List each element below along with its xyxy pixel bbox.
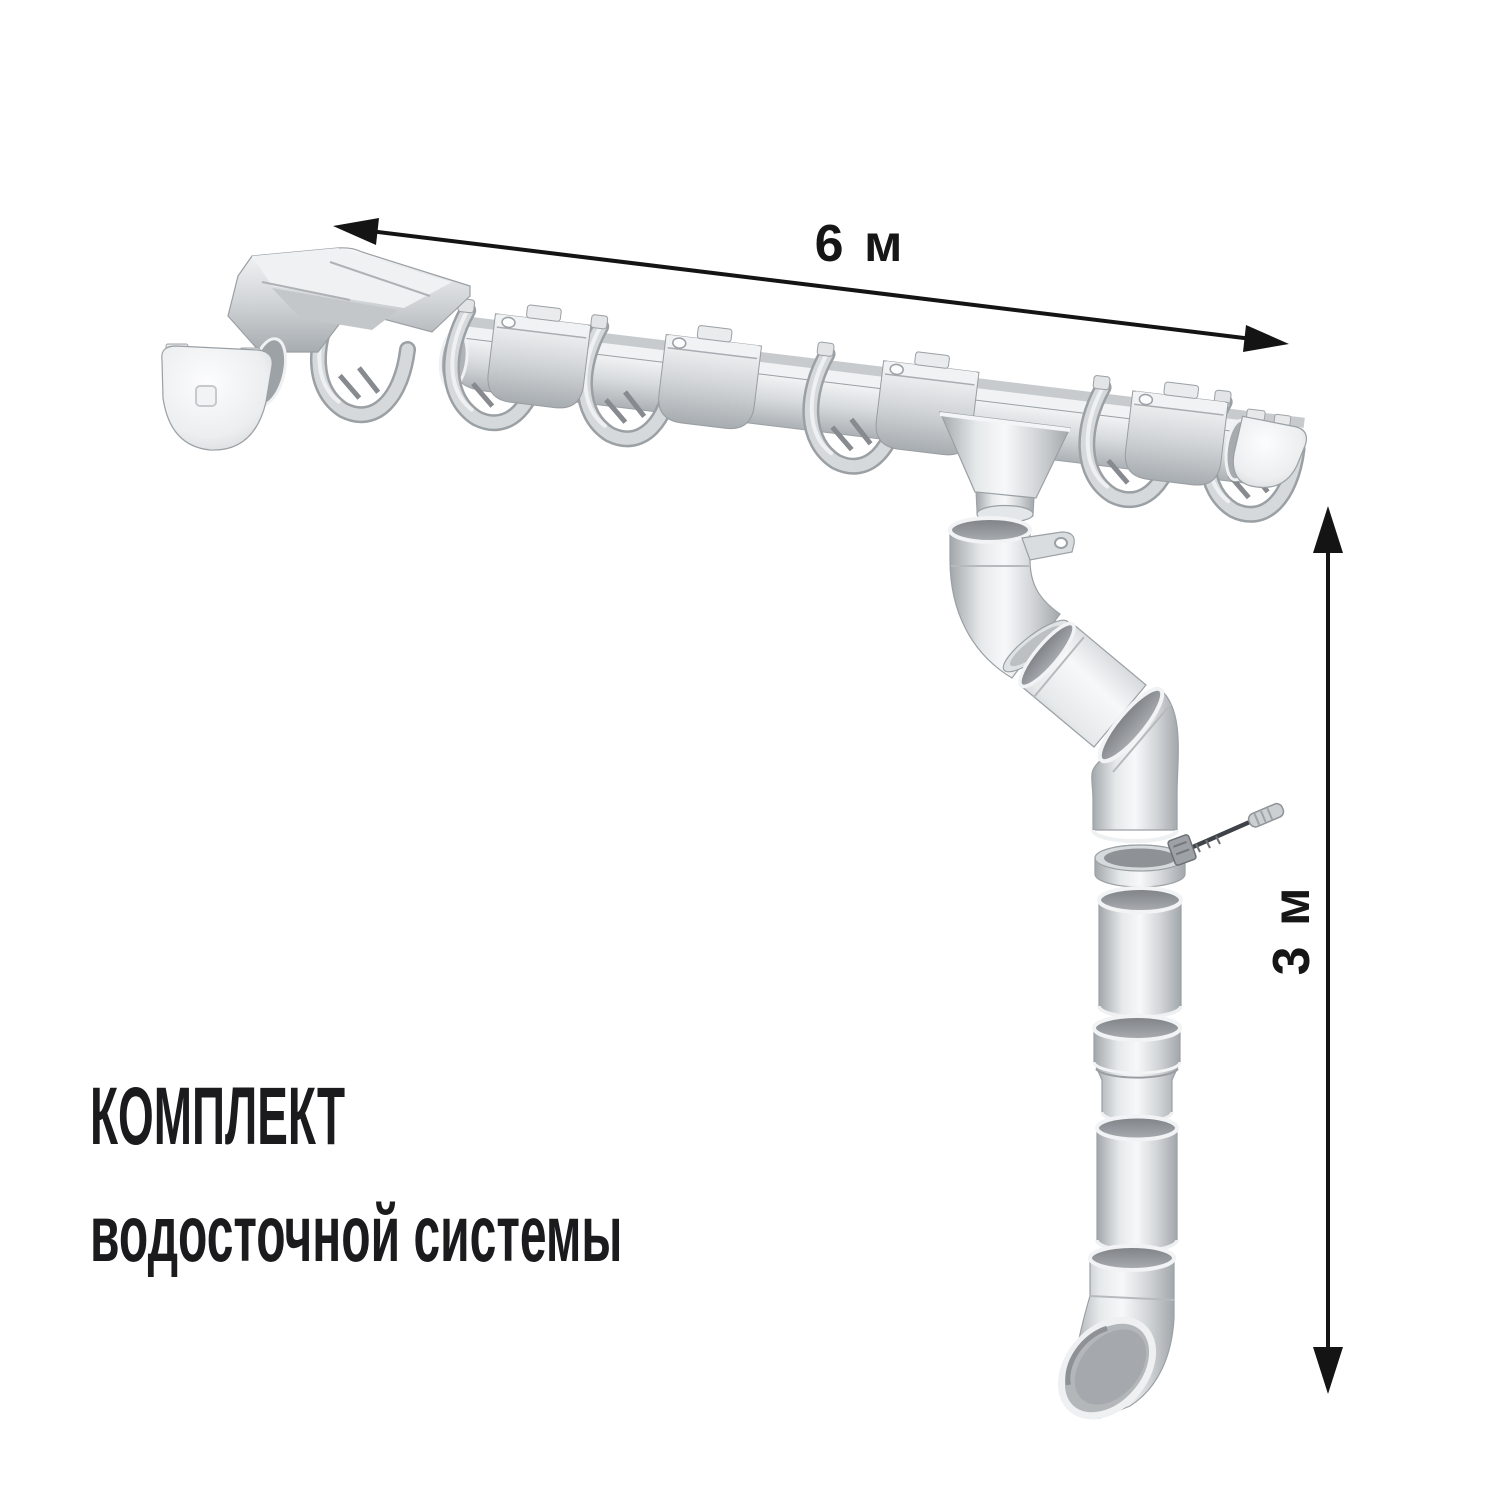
gutter-end-cap-right [1224, 408, 1308, 489]
downpipe-section-2 [1095, 1114, 1179, 1253]
downpipe-length-arrow [1313, 506, 1343, 1394]
gutter-assembly [312, 280, 1312, 528]
gutter-connector [1121, 377, 1231, 489]
downpipe-assembly [948, 516, 1285, 1420]
pipe-coupling [1092, 1014, 1182, 1124]
clamp-bolt [1167, 834, 1197, 866]
gutter-length-arrow [333, 218, 1289, 352]
diagonal-pipe [1018, 621, 1147, 748]
gutter-corner [227, 247, 471, 353]
gutter-connector [655, 320, 764, 433]
brand-mark [195, 385, 217, 407]
product-title-line1: КОМПЛЕКТ [90, 1071, 346, 1162]
gutter-end-cap-left [161, 337, 288, 451]
outlet-elbow [1057, 1244, 1176, 1420]
product-title: КОМПЛЕКТ водосточной системы [90, 1076, 977, 1274]
gutter-length-label: 6 м [814, 215, 906, 273]
dimension-arrows [333, 218, 1343, 1394]
screw-dowel [1247, 802, 1285, 828]
downpipe-length-label: 3 м [1263, 884, 1321, 976]
product-title-line2: водосточной системы [90, 1189, 623, 1278]
downpipe-section-1 [1097, 886, 1183, 1019]
gutter-connector [484, 300, 594, 412]
pipe-clamp-with-screw [1094, 802, 1285, 888]
lower-elbow [1091, 686, 1179, 843]
upper-elbow-with-bracket [948, 516, 1075, 679]
funnel [939, 411, 1071, 524]
